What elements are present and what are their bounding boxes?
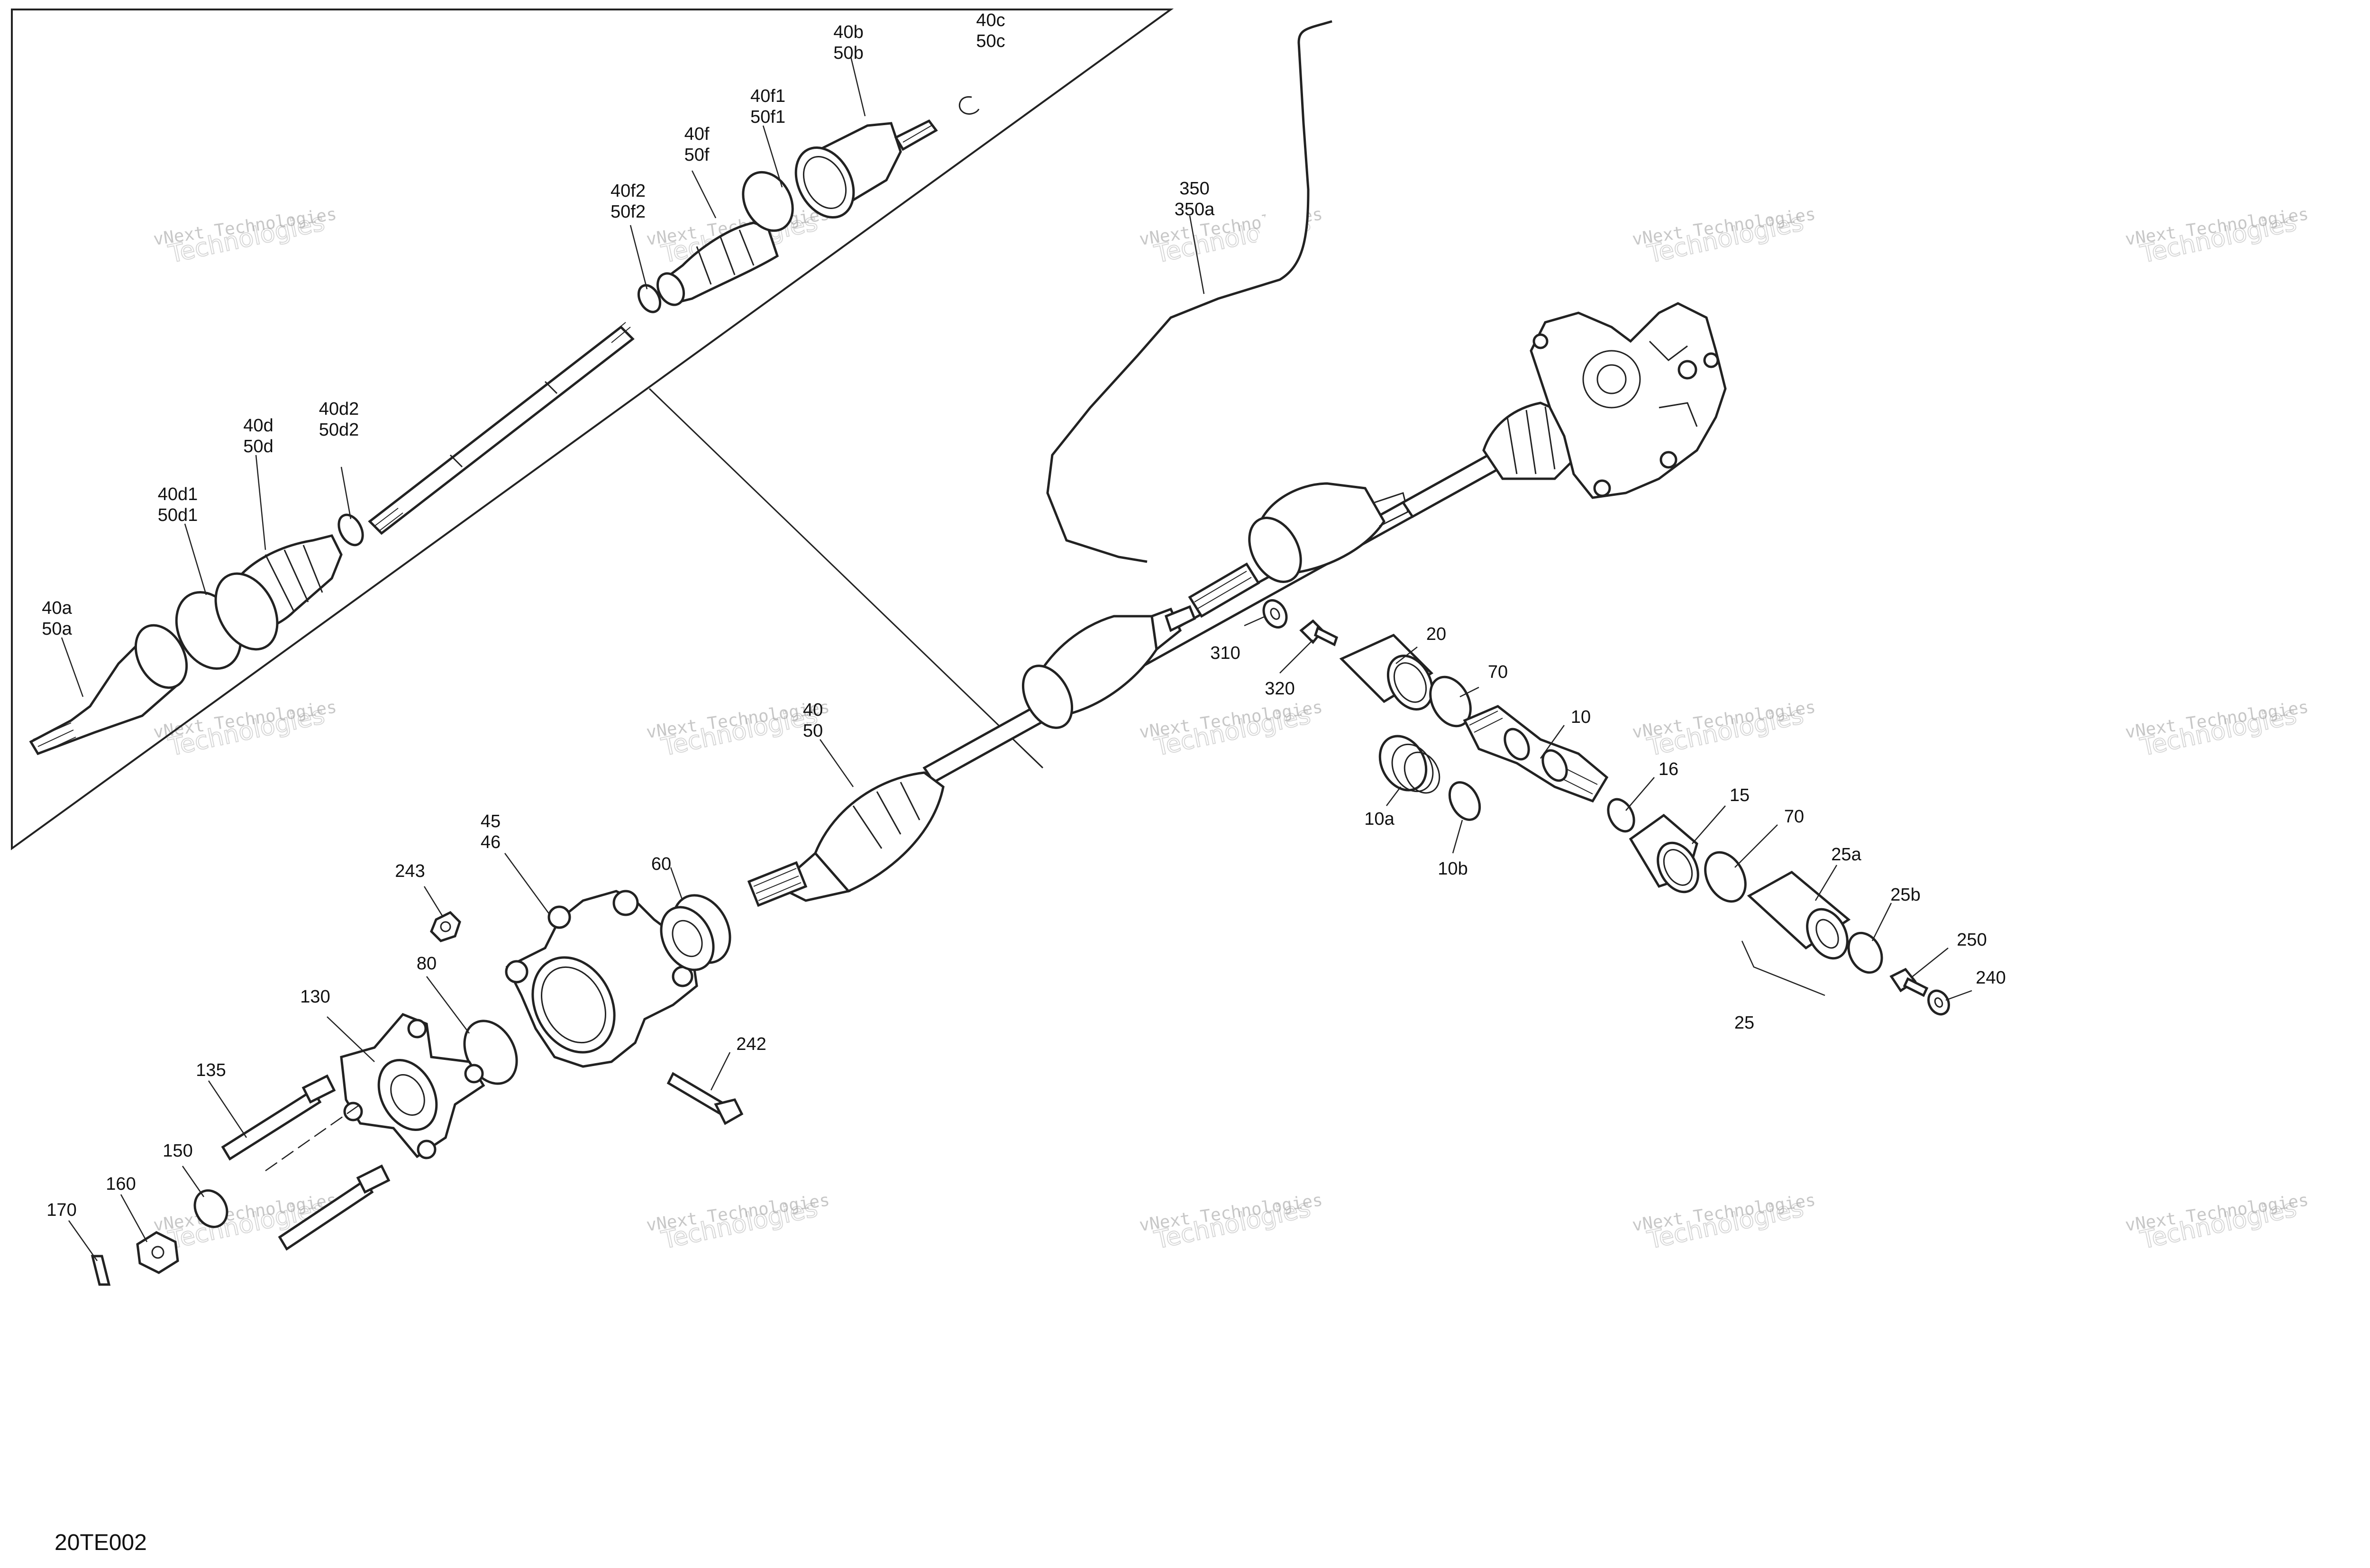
differential-housing: [1530, 302, 1727, 499]
clamp-10b: [1448, 781, 1481, 821]
washer-310: [1262, 599, 1288, 629]
callout-label-40d_50d-1: 50d: [243, 437, 273, 456]
main-inner-cv: [1248, 482, 1409, 583]
cv-boot: [214, 534, 343, 651]
cv-joint-outer: [794, 119, 938, 219]
callout-label-70_b-0: 70: [1784, 807, 1804, 827]
steering-knuckle: [505, 890, 698, 1068]
axle-shaft: [368, 322, 635, 535]
callout-label-40d2_50d2-1: 50d2: [319, 420, 359, 440]
main-outer-cv: [747, 771, 945, 907]
callout-label-160-0: 160: [106, 1174, 136, 1194]
small-boot-10a: [1378, 735, 1440, 794]
sleeve-20: [1339, 634, 1434, 711]
leader-lines: [61, 56, 1972, 1261]
callout-label-135-0: 135: [196, 1060, 226, 1080]
brake-line: [1046, 20, 1332, 563]
callout-label-40f1_50f1-0: 40f1: [750, 86, 785, 106]
stub-shaft: [1188, 562, 1260, 618]
callout-label-40f_50f-1: 50f: [684, 145, 710, 165]
wheel-bearing-60: [660, 894, 731, 971]
callout-label-310-0: 310: [1210, 643, 1240, 663]
callout-label-40b_50b-1: 50b: [833, 43, 863, 63]
cotter-pin-170: [91, 1255, 111, 1286]
callout-label-320-0: 320: [1265, 679, 1294, 699]
callout-label-40d_50d-0: 40d: [243, 416, 273, 436]
brake-line-inner: [1047, 20, 1332, 563]
callout-label-40f_50f-0: 40f: [684, 124, 710, 144]
ring-16: [1607, 798, 1635, 833]
detail-inset-frame: [11, 9, 1174, 850]
callout-label-40a_50a-0: 40a: [42, 598, 72, 618]
callout-label-240-0: 240: [1976, 968, 2005, 988]
nut-243: [430, 911, 461, 942]
callout-label-40_50-1: 50: [803, 721, 823, 741]
callout-label-45_46-0: 45: [481, 811, 501, 831]
callout-label-40b_50b-0: 40b: [833, 22, 863, 42]
coupling-shaft-10: [1463, 705, 1609, 803]
callout-label-40d2_50d2-0: 40d2: [319, 399, 359, 419]
wheel-stud-upper: [221, 1074, 336, 1161]
boot-clamp-small: [337, 513, 364, 547]
sleeve-25a: [1747, 870, 1851, 960]
callout-label-40c_50c-1: 50c: [976, 31, 1005, 51]
callout-label-40d1_50d1-1: 50d1: [158, 505, 198, 525]
callout-label-40f2_50f2-1: 50f2: [611, 202, 646, 222]
callout-label-350_350a-1: 350a: [1175, 200, 1215, 219]
cv-joint-inner: [29, 624, 188, 756]
callout-label-25a-0: 25a: [1831, 845, 1861, 865]
callout-label-20-0: 20: [1426, 624, 1446, 644]
circlip: [958, 96, 980, 115]
main-half-shaft: [747, 401, 1580, 907]
callout-label-350_350a-0: 350: [1179, 179, 1209, 199]
callout-label-150-0: 150: [163, 1141, 192, 1161]
callout-label-10-0: 10: [1571, 707, 1591, 727]
callout-label-40c_50c-0: 40c: [976, 10, 1005, 30]
callout-label-40a_50a-1: 50a: [42, 619, 72, 639]
ring-70-lower: [1704, 851, 1747, 903]
drawing-id: 20TE002: [55, 1530, 147, 1555]
callout-label-170-0: 170: [46, 1200, 76, 1220]
group-bracket-25: [1741, 940, 1825, 996]
outer-boot-clamp: [742, 171, 794, 232]
detail-inset-leader: [648, 388, 1044, 769]
callout-label-25b-0: 25b: [1890, 885, 1920, 905]
callout-label-45_46-1: 46: [481, 832, 501, 852]
callout-label-40d1_50d1-0: 40d1: [158, 484, 198, 504]
castle-nut-160: [136, 1231, 179, 1274]
bolt-242: [666, 1072, 744, 1125]
callout-label-10b-0: 10b: [1438, 859, 1468, 879]
retaining-ring: [637, 284, 662, 313]
callout-label-10a-0: 10a: [1364, 809, 1395, 829]
bolt-250: [1889, 967, 1929, 997]
callout-label-15-0: 15: [1730, 785, 1750, 805]
callout-label-80-0: 80: [417, 954, 437, 974]
coupler-15: [1629, 813, 1699, 893]
washer-150: [193, 1189, 228, 1228]
callout-label-242-0: 242: [736, 1034, 766, 1054]
callout-label-40_50-0: 40: [803, 700, 823, 720]
inset-half-shaft-parts: [29, 96, 980, 756]
callout-labels: 40b50b40c50c40f150f140f50f40f250f240d250…: [42, 10, 2005, 1220]
callout-label-70_a-0: 70: [1488, 662, 1508, 682]
main-middle-cv: [1021, 605, 1196, 729]
ring-25b: [1847, 931, 1883, 974]
callout-label-40f1_50f1-1: 50f1: [750, 107, 785, 127]
callout-label-60-0: 60: [651, 854, 671, 874]
wheel-hub-130: [340, 1013, 485, 1159]
callout-label-250-0: 250: [1957, 930, 1987, 950]
callout-label-25-0: 25: [1734, 1013, 1754, 1033]
washer-240: [1927, 989, 1950, 1016]
outer-cv-boot: [656, 221, 779, 306]
callout-label-16-0: 16: [1659, 759, 1678, 779]
callout-label-130-0: 130: [300, 987, 330, 1007]
callout-label-40f2_50f2-0: 40f2: [611, 181, 646, 201]
bolt-320: [1299, 619, 1339, 647]
callout-label-243-0: 243: [395, 861, 425, 881]
wheel-stud-lower: [278, 1164, 391, 1251]
